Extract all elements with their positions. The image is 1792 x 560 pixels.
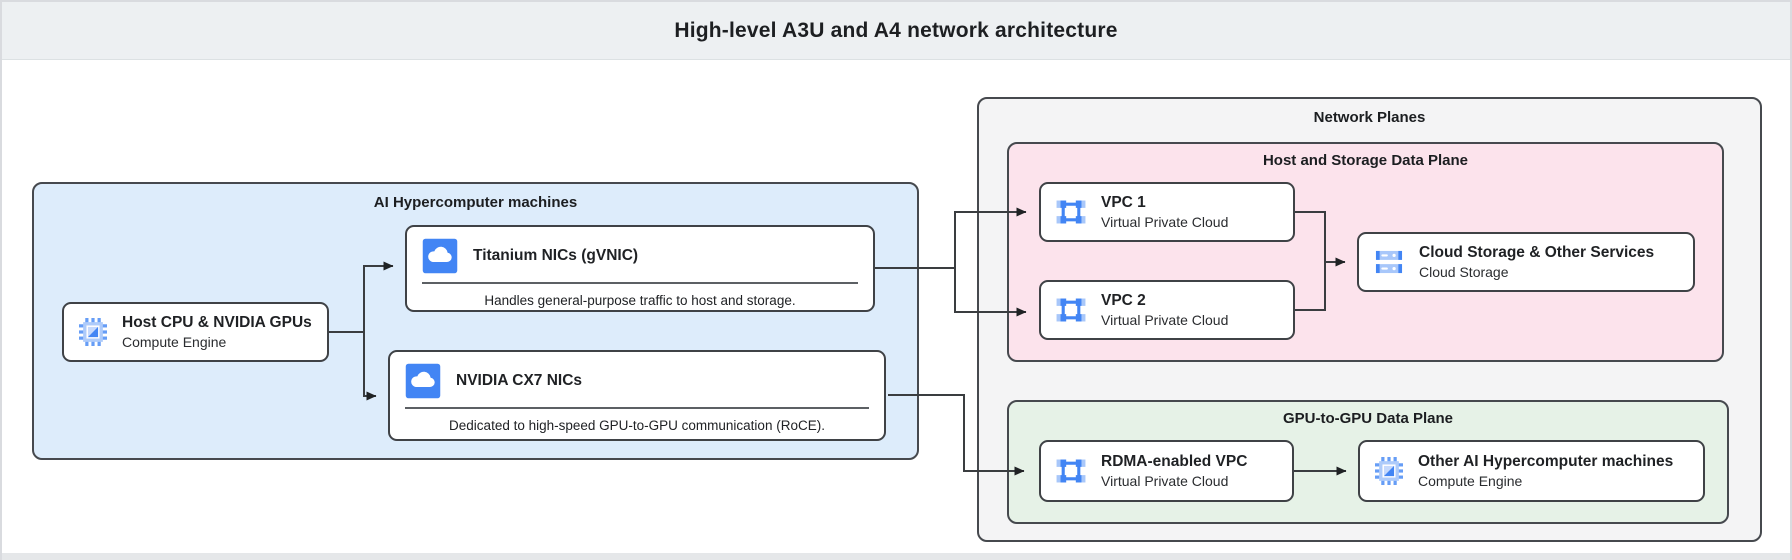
node-subtitle: Virtual Private Cloud — [1101, 473, 1229, 490]
compute-engine-icon — [77, 316, 109, 348]
node-title: Cloud Storage & Other Services — [1419, 243, 1655, 261]
group-label: AI Hypercomputer machines — [373, 194, 578, 211]
node-titanium-nics: Titanium NICs (gVNIC) Handles general-pu… — [405, 225, 875, 312]
node-description: Dedicated to high-speed GPU-to-GPU commu… — [449, 418, 825, 433]
group-label: Host and Storage Data Plane — [1262, 152, 1469, 169]
node-rdma-enabled-vpc: RDMA-enabled VPC Virtual Private Cloud — [1039, 440, 1294, 502]
connector-vpc1-to-cloud-storage — [1295, 211, 1346, 267]
node-description: Handles general-purpose traffic to host … — [484, 293, 796, 308]
connector-hostcpu-to-titanium — [329, 261, 394, 333]
node-vpc-1: VPC 1 Virtual Private Cloud — [1039, 182, 1295, 242]
node-title: Other AI Hypercomputer machines — [1418, 452, 1674, 470]
compute-engine-icon — [1373, 455, 1405, 487]
node-subtitle: Compute Engine — [1418, 473, 1523, 490]
node-title: NVIDIA CX7 NICs — [456, 372, 583, 390]
node-subtitle: Virtual Private Cloud — [1101, 312, 1229, 329]
cloud-icon — [405, 363, 441, 399]
connector-cx7-to-rdma-vpc — [888, 394, 1025, 476]
node-title: RDMA-enabled VPC — [1101, 452, 1248, 470]
page-title: High-level A3U and A4 network architectu… — [674, 18, 1118, 42]
node-nvidia-cx7-nics: NVIDIA CX7 NICs Dedicated to high-speed … — [388, 350, 886, 441]
connector-titanium-to-vpc1 — [875, 207, 1027, 269]
divider — [405, 407, 869, 409]
node-title: VPC 2 — [1101, 291, 1146, 309]
divider — [422, 282, 858, 284]
cloud-storage-icon — [1372, 245, 1406, 279]
diagram-header: High-level A3U and A4 network architectu… — [2, 2, 1790, 60]
connector-hostcpu-to-cx7 — [363, 332, 377, 401]
node-other-ai-machines: Other AI Hypercomputer machines Compute … — [1358, 440, 1705, 502]
vpc-icon — [1054, 293, 1088, 327]
cloud-icon — [422, 238, 458, 274]
node-title: Host CPU & NVIDIA GPUs — [122, 313, 312, 331]
node-host-cpu: Host CPU & NVIDIA GPUs Compute Engine — [62, 302, 329, 362]
connector-vpc2-to-cloud-storage — [1295, 262, 1326, 311]
connector-titanium-to-vpc2 — [954, 268, 1027, 317]
node-subtitle: Compute Engine — [122, 334, 227, 351]
vpc-icon — [1054, 454, 1088, 488]
node-title: Titanium NICs (gVNIC) — [473, 247, 639, 265]
vpc-icon — [1054, 195, 1088, 229]
group-label: Network Planes — [1313, 109, 1426, 126]
node-cloud-storage: Cloud Storage & Other Services Cloud Sto… — [1357, 232, 1695, 292]
node-subtitle: Virtual Private Cloud — [1101, 214, 1229, 231]
node-title: VPC 1 — [1101, 193, 1146, 211]
group-label: GPU-to-GPU Data Plane — [1282, 410, 1454, 427]
node-subtitle: Cloud Storage — [1419, 264, 1509, 281]
node-vpc-2: VPC 2 Virtual Private Cloud — [1039, 280, 1295, 340]
page-bottom-edge — [2, 553, 1790, 560]
